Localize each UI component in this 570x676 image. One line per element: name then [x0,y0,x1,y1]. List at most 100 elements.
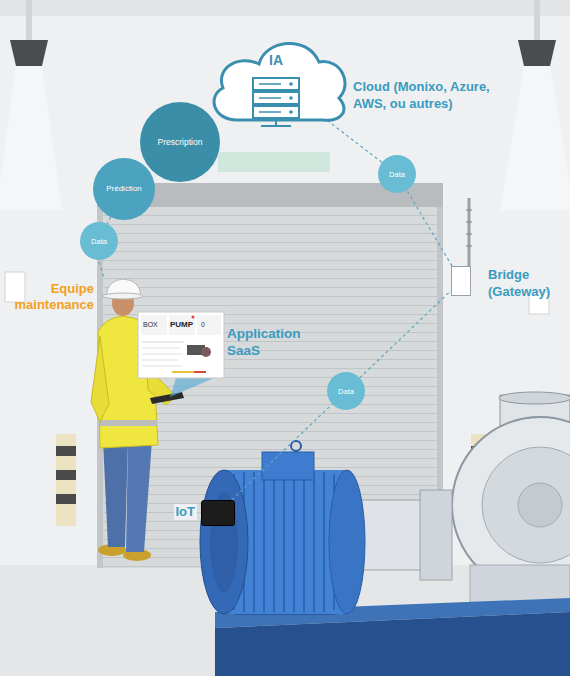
bollard-part [56,446,76,456]
motor-shaft-part [420,490,452,580]
circle-label: Prescription [158,137,203,147]
saas-screen-part [142,366,182,367]
pump-part [499,392,570,404]
bollard-part [56,434,76,526]
data-flow-connector [323,117,382,162]
gateway-antenna-part [468,198,471,266]
data-flow-connector [107,217,110,224]
data-leader-line-part [99,262,104,278]
saas-screen-part [142,360,178,361]
electric-motor-part [303,472,305,612]
data-flow-connector [360,291,451,378]
gateway-box: Bridge (Gateway) [451,266,471,296]
electric-motor-part [329,470,365,614]
iot-label: IoT [174,504,198,520]
circle-label: Data [91,237,107,246]
data-circle: Data [80,222,118,260]
tablet-projection-part [170,378,214,397]
maintenance-worker-part [126,440,152,552]
team-label: Equipe maintenance [4,281,94,314]
electric-motor-part [293,472,295,612]
maintenance-worker-part [103,293,143,299]
circle-label: Prédiction [106,184,142,194]
data-flow-connector [232,404,333,500]
screen-cell: BOX [143,321,158,329]
screen-cell: PUMP [170,320,193,330]
prediction-circle: Prédiction [93,158,155,220]
saas-screen-part [197,315,221,335]
electric-motor-part [291,441,301,451]
gateway-antenna-part [466,234,472,235]
maintenance-worker-part [100,420,157,426]
server-slab [253,106,299,118]
saas-screen-part [192,316,195,319]
screen-cell: 0 [201,321,205,329]
ceiling-lamp-part [534,0,540,40]
ceiling-lamp [0,0,570,210]
motor-base-part [215,612,570,676]
ceiling-lamp-part [0,66,62,210]
data-flow-connector [407,190,452,266]
app-label-holder: Application SaaS [227,326,327,360]
maintenance-worker-part [150,392,184,404]
maintenance-worker-part [103,440,128,547]
motor-shaft [355,490,452,580]
server-slot [259,97,281,99]
server-stand [275,118,277,126]
server-led [289,82,293,86]
cloud-title: IA [203,52,349,69]
saas-screen-part [138,312,224,378]
cloud-outline [203,34,349,128]
electric-motor [200,441,365,615]
data-leader-line [99,262,104,278]
server-stand [261,125,291,127]
tablet-projection [170,378,214,397]
saas-screen-part [142,342,184,343]
saas-screen: BOX PUMP 0 [138,312,224,378]
server-slab [253,92,299,104]
server-led [289,96,293,100]
cloud-base-bar-part [218,152,330,172]
server-led [289,110,293,114]
pump [452,392,570,605]
saas-screen-part [141,315,167,335]
electric-motor-part [253,472,255,612]
gateway-antenna-part [466,210,472,211]
saas-screen-part [142,348,180,349]
background-part [0,0,570,16]
saas-screen-part [194,371,206,373]
bollard-part [56,494,76,504]
cloud-caption: Cloud (Monixo, Azure, AWS, ou autres) [353,79,513,113]
server-slot [259,111,281,113]
app-label: Application SaaS [227,326,327,360]
server-slot [259,83,281,85]
ceiling-lamp-part [26,0,32,40]
pump-part [482,447,570,563]
ceiling-lamp-part [10,40,48,66]
server-slab [253,78,299,90]
saas-screen [138,312,224,378]
electric-motor-part [263,472,265,612]
saas-screen-part [201,347,211,357]
maintenance-worker-part [91,336,109,422]
saas-screen-part [169,315,195,335]
cloud-node: IACloud (Monixo, Azure, AWS, ou autres) [203,34,349,128]
data-circle: Data [327,372,365,410]
electric-motor-part [273,472,275,612]
pump-part [518,483,562,527]
circle-label: Data [389,170,405,179]
gateway-label: Bridge (Gateway) [488,267,562,301]
electric-motor-part [283,472,285,612]
circle-label: Data [338,387,354,396]
electric-motor-part [262,452,314,480]
iot-sensor: IoT [201,500,235,526]
saas-screen-part [142,354,182,355]
cloud-base-bar [218,152,330,172]
bollard-part [56,470,76,480]
gateway-antenna [466,198,472,266]
data-circle: Data [378,155,416,193]
saas-screen-part [172,371,194,373]
team-label-holder: Equipe maintenance [4,281,94,314]
